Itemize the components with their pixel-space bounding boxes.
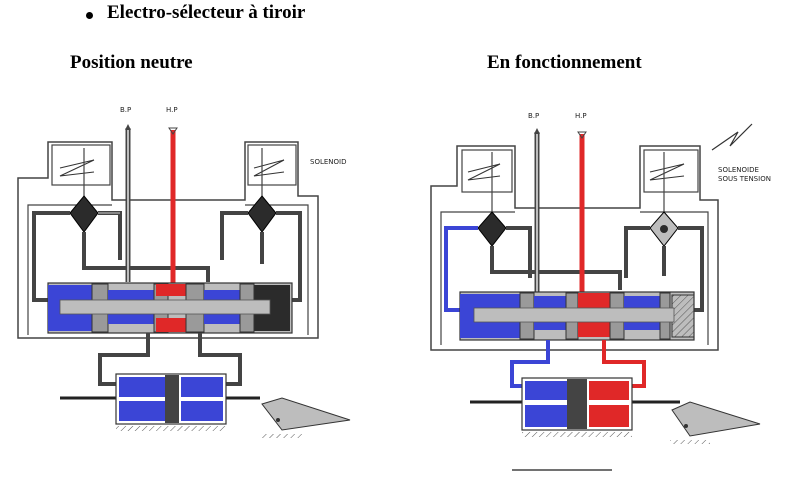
page-title: Electro-sélecteur à tiroir [107,2,306,23]
housing-outline [17,141,319,339]
housing-outline-2 [430,145,719,351]
lever [261,397,351,431]
hp-label-2: H.P [575,112,587,120]
solenoid-label-2b: SOUS TENSION [718,175,771,183]
hp-label: H.P [166,106,178,114]
bp-label-2: B.P [528,112,539,120]
pilot-valve-right [247,195,277,233]
lever-2 [671,401,761,437]
solenoid-label: SOLENOID [310,158,346,166]
pilot-valve-left-2 [477,211,507,247]
electric-icon [711,123,753,151]
diagram-operating: B.P H.P SOLENOIDE SOUS TENSION [430,112,771,471]
heading-neutral: Position neutre [70,52,193,73]
pilot-line-active [444,226,478,312]
heading-operating: En fonctionnement [487,52,642,73]
bp-label: B.P [120,106,131,114]
diagram-neutral: B.P H.P SOLENOID [17,106,351,438]
solenoid-right [247,144,297,186]
solenoid-label-2: SOLENOIDE [718,166,759,174]
solenoid-left-2 [461,149,513,193]
bullet-icon [86,12,93,19]
solenoid-right-2 [643,149,699,193]
solenoid-left [51,144,111,186]
pilot-valve-left [69,195,99,233]
